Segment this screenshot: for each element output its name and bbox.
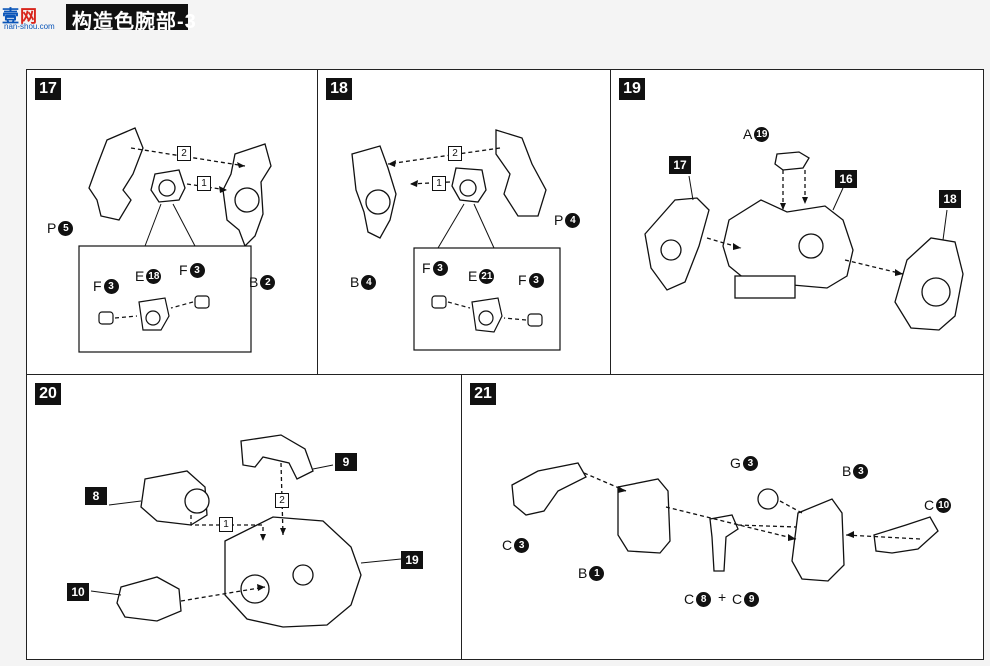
sequence-number: 1 [219, 517, 233, 532]
logo-url: nan-shou.com [4, 22, 55, 31]
part-p-frame [88, 127, 144, 221]
page-title: 构造色腕部-3 [72, 11, 197, 33]
step-number: 18 [326, 78, 352, 100]
step-20-panel: 20 9 8 10 19 2 1 [26, 374, 462, 660]
step-20-drawing [90, 434, 402, 628]
sequence-number: 1 [197, 176, 211, 191]
sequence-number: 2 [177, 146, 191, 161]
step-number: 21 [470, 383, 496, 405]
step-number: 20 [35, 383, 61, 405]
page-header: 壹网 nan-shou.com 构造色腕部-3 [0, 0, 990, 38]
part-a-cap [774, 151, 810, 171]
part-9-bridge [240, 434, 314, 480]
part-c-claw [511, 462, 587, 516]
title-bar [66, 4, 188, 30]
ref-16-body [722, 199, 854, 289]
ref-label: 18 [939, 190, 961, 208]
step-17-drawing [78, 127, 272, 353]
ref-label: 16 [835, 170, 857, 188]
step-19-drawing [644, 151, 964, 331]
part-c-jaw [873, 516, 939, 554]
step-21-drawing [511, 462, 939, 582]
site-logo: 壹网 nan-shou.com [2, 7, 55, 31]
part-10-claw [116, 576, 182, 622]
part-b-frame-3 [791, 498, 845, 582]
sequence-number: 2 [448, 146, 462, 161]
step-number: 17 [35, 78, 61, 100]
sequence-number: 1 [432, 176, 446, 191]
base-plate [734, 275, 796, 299]
part-b-frame-1 [617, 478, 671, 554]
plus-sign: + [718, 589, 727, 605]
ref-label: 8 [85, 487, 107, 505]
step-number: 19 [619, 78, 645, 100]
ref-label: 10 [67, 583, 89, 601]
ref-label: 19 [401, 551, 423, 569]
part-g-gear [757, 488, 779, 510]
ref-label: 9 [335, 453, 357, 471]
ref-label: 17 [669, 156, 691, 174]
part-p-frame [495, 129, 547, 217]
sequence-number: 2 [275, 493, 289, 508]
part-c-shaft [709, 514, 739, 572]
